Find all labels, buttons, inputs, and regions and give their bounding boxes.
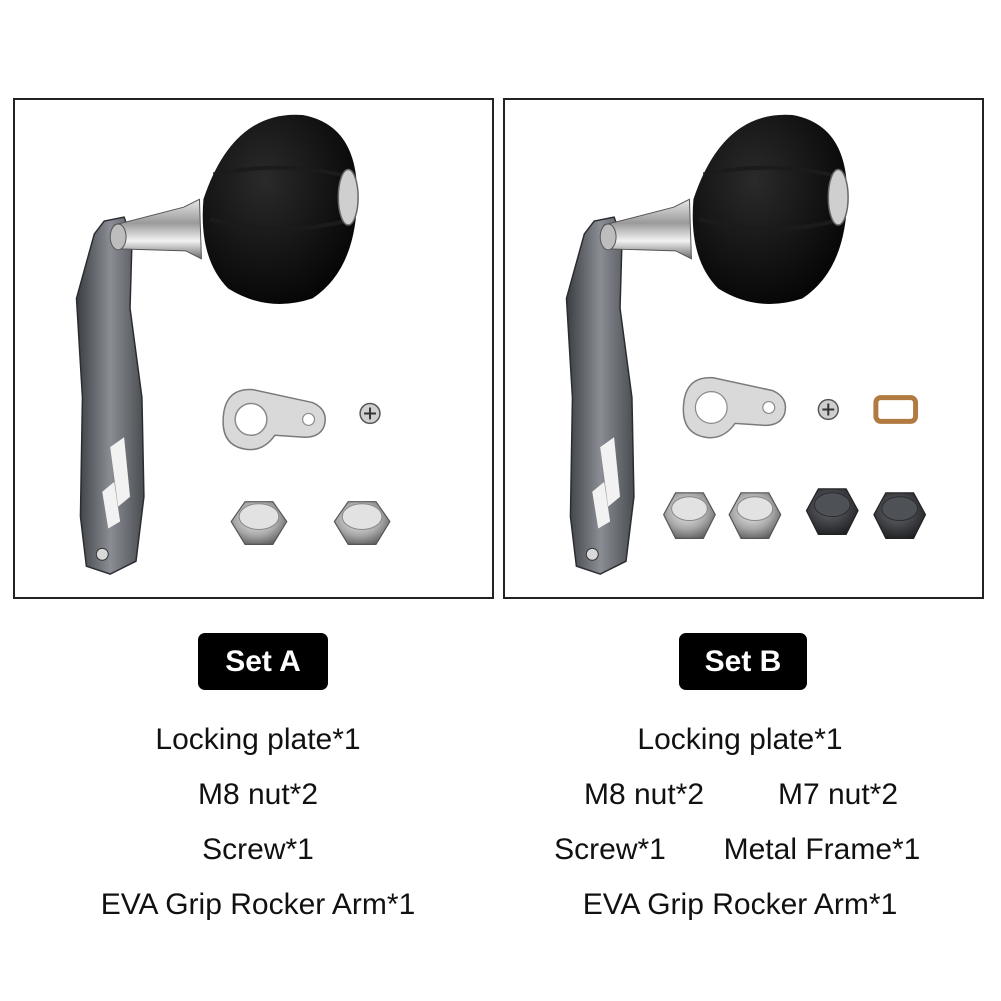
set-b-item-eva-grip-rocker-arm: EVA Grip Rocker Arm*1 [582, 888, 898, 921]
set-b-item-metal-frame: Metal Frame*1 [723, 833, 921, 866]
m8-nut-1 [662, 492, 716, 540]
m8-nut-2 [333, 501, 391, 545]
handle-shaft [599, 198, 692, 260]
m8-nut-1 [230, 501, 288, 545]
set-a-item-locking-plate: Locking plate*1 [155, 723, 361, 756]
set-a-badge: Set A [198, 633, 328, 690]
set-a-item-m8-nut: M8 nut*2 [197, 778, 319, 811]
m7-nut-1 [805, 488, 859, 536]
set-b-item-m8-nut: M8 nut*2 [583, 778, 705, 811]
set-b-badge: Set B [679, 633, 807, 690]
locking-plate [682, 377, 787, 439]
set-a-item-eva-grip-rocker-arm: EVA Grip Rocker Arm*1 [100, 888, 416, 921]
rocker-arm [565, 216, 635, 575]
screw [359, 402, 381, 425]
rocker-arm [75, 216, 145, 575]
set-a-item-screw: Screw*1 [202, 833, 314, 866]
set-a-product-image [13, 98, 494, 599]
set-b-item-m7-nut: M7 nut*2 [777, 778, 899, 811]
metal-frame [873, 395, 919, 424]
m7-nut-2 [873, 492, 927, 540]
eva-grip-knob [202, 114, 359, 304]
set-b-item-locking-plate: Locking plate*1 [637, 723, 843, 756]
eva-grip-knob [692, 114, 849, 304]
m8-nut-2 [728, 492, 782, 540]
set-b-product-image [503, 98, 984, 599]
set-a-parts-illustration [75, 114, 391, 575]
handle-shaft [109, 198, 202, 260]
locking-plate [222, 388, 326, 451]
set-b-item-screw: Screw*1 [554, 833, 666, 866]
screw [817, 398, 839, 421]
set-b-parts-illustration [565, 114, 927, 575]
